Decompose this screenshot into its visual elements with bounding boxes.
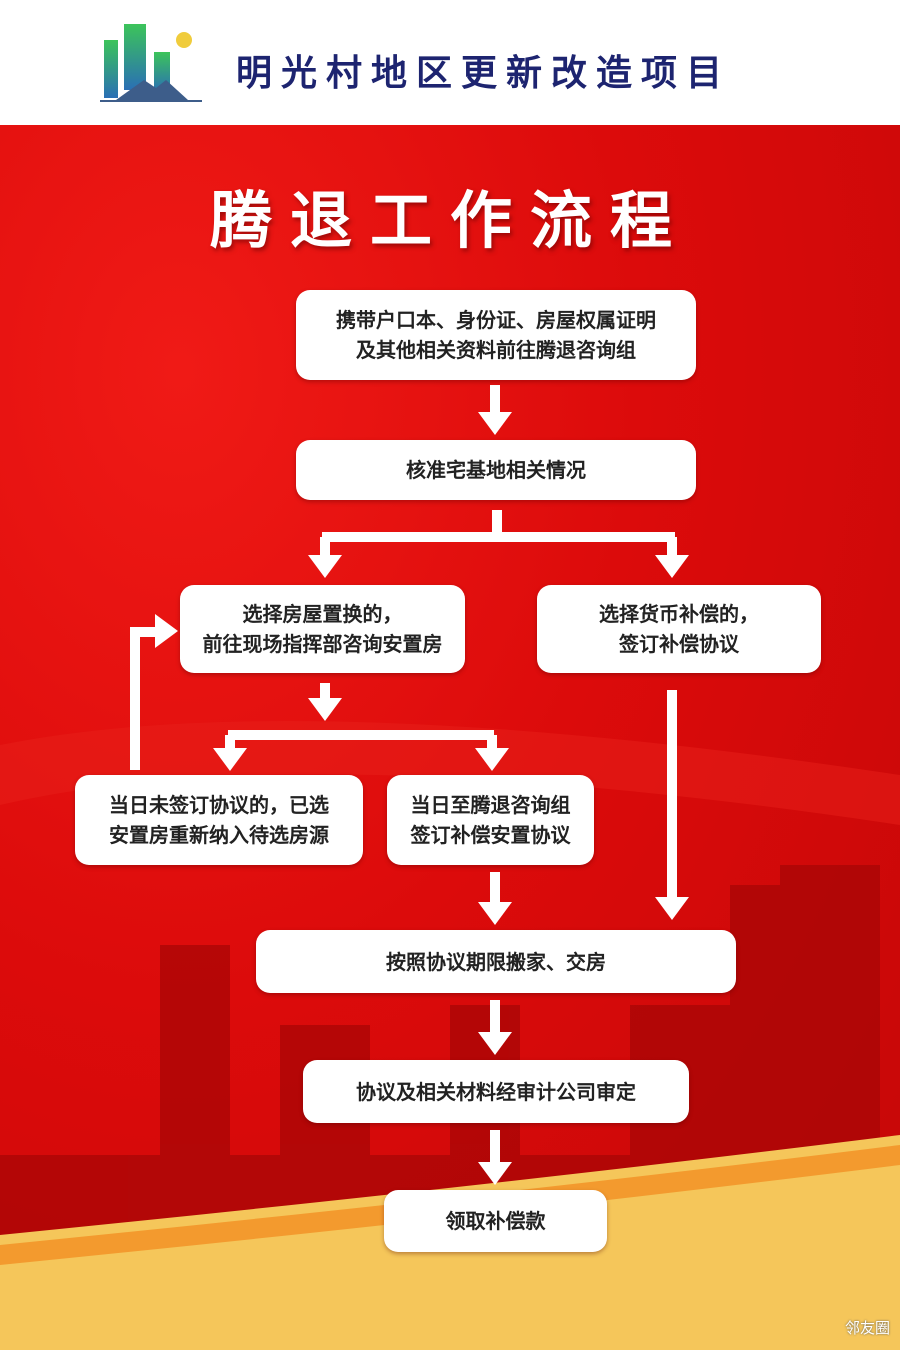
arrow-down-icon: [308, 698, 342, 721]
step-text: 及其他相关资料前往腾退咨询组: [356, 338, 636, 362]
step-bring-documents: 携带户口本、身份证、房屋权属证明及其他相关资料前往腾退咨询组: [296, 290, 696, 380]
step-receive-compensation: 领取补偿款: [384, 1190, 607, 1252]
step-house-replacement: 选择房屋置换的， 前往现场指挥部咨询安置房: [180, 585, 465, 673]
arrow-right-icon: [155, 614, 178, 648]
page-title: 腾退工作流程: [209, 184, 690, 257]
arrow-down-icon: [478, 412, 512, 435]
step-text: 安置房重新纳入待选房源: [109, 823, 329, 847]
step-text: 签订补偿协议: [619, 632, 739, 656]
building-logo-icon: [100, 24, 202, 102]
organization-name: 明光村地区更新改造项目: [236, 53, 732, 94]
arrow-down-icon: [655, 555, 689, 578]
step-text: 携带户口本、身份证、房屋权属证明: [336, 308, 656, 332]
step-text: 选择货币补偿的，: [599, 602, 759, 626]
watermark: 邻友圈: [844, 1319, 890, 1337]
arrow-down-icon: [478, 902, 512, 925]
step-not-signed-same-day: 当日未签订协议的，已选安置房重新纳入待选房源: [75, 775, 363, 865]
step-text: 签订补偿安置协议: [410, 823, 571, 847]
arrow-down-icon: [213, 748, 247, 771]
step-monetary-compensation: 选择货币补偿的， 签订补偿协议: [537, 585, 821, 673]
step-sign-agreement: 当日至腾退咨询组签订补偿安置协议: [387, 775, 594, 865]
arrow-down-icon: [308, 555, 342, 578]
step-text: 当日未签订协议的，已选: [109, 793, 329, 817]
arrow-down-icon: [478, 1032, 512, 1055]
step-verify-homestead: 核准宅基地相关情况: [296, 440, 696, 500]
step-text: 当日至腾退咨询组: [410, 793, 571, 817]
arrow-down-icon: [475, 748, 509, 771]
step-text: 选择房屋置换的，: [242, 602, 403, 626]
arrow-down-icon: [655, 897, 689, 920]
arrow-down-icon: [478, 1162, 512, 1185]
step-text: 前往现场指挥部咨询安置房: [202, 632, 443, 656]
step-audit-review: 协议及相关材料经审计公司审定: [303, 1060, 689, 1123]
step-move-and-handover: 按照协议期限搬家、交房: [256, 930, 736, 993]
header: 明光村地区更新改造项目: [0, 0, 900, 125]
